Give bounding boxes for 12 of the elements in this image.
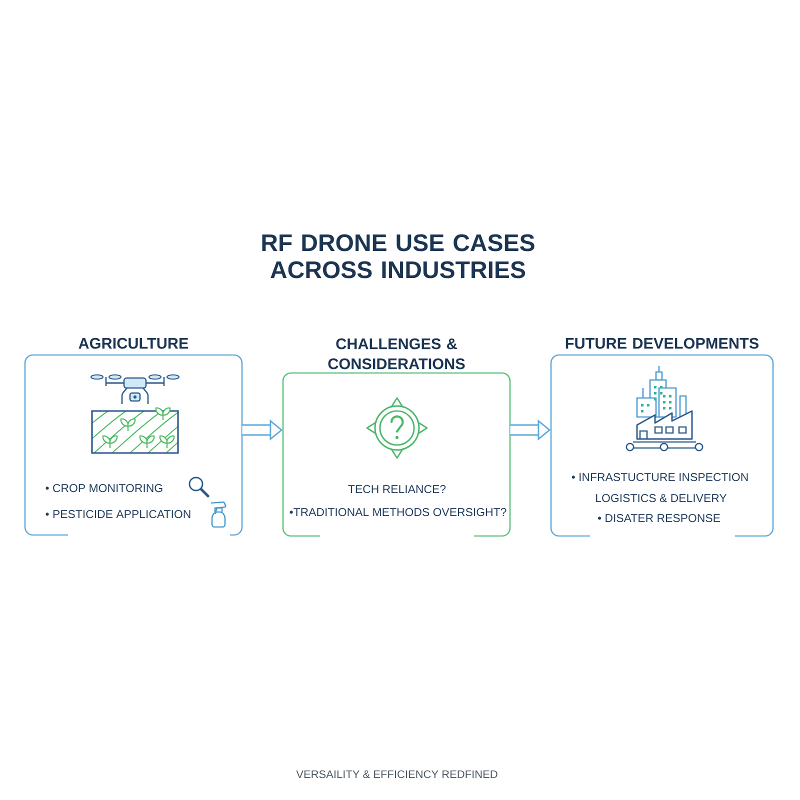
panel-heading: AGRICULTURE <box>78 338 188 349</box>
list-item: • DISATER RESPONSE <box>598 514 720 522</box>
panel-heading: FUTURE DEVELOPMENTS <box>566 338 758 349</box>
list-item: • PESTICIDE APPLICATION <box>46 510 190 518</box>
list-item: TECH RELIANCE? <box>348 485 446 494</box>
list-item: •TRADITIONAL METHODS OVERSIGHT? <box>290 508 506 516</box>
list-item: • INFRASTUCTURE INSPECTION <box>572 473 748 482</box>
panel-heading: CHALLENGES & CONSIDERATIONS <box>328 338 465 370</box>
list-item: • CROP MONITORING <box>46 484 162 492</box>
title: RF DRONE USE CASES ACROSS INDUSTRIES <box>262 234 534 278</box>
caption: VERSAILITY & EFFICIENCY REDFINED <box>296 770 498 778</box>
list-item: LOGISTICS & DELIVERY <box>596 494 727 502</box>
